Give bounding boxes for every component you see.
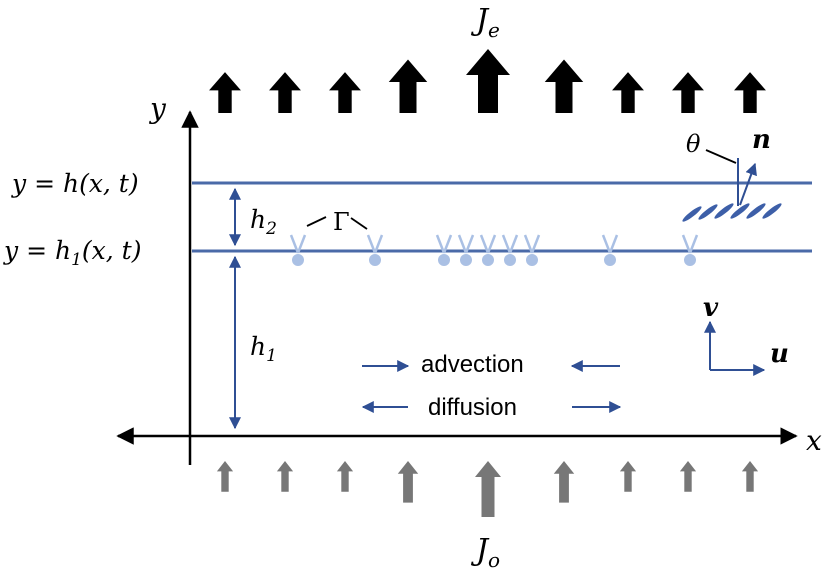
inflow-arrow [619, 461, 637, 492]
gamma-label: Γ [333, 208, 350, 236]
surfactant-molecule [366, 234, 384, 266]
evaporation-arrow [672, 72, 704, 113]
evaporation-arrow [209, 72, 241, 113]
v-vector-label: v [703, 293, 719, 323]
evaporation-arrow [269, 72, 301, 113]
inflow-arrow [553, 461, 575, 503]
inflow-arrow [679, 461, 697, 492]
theta-label: θ [686, 130, 701, 158]
x-axis-label: x [806, 424, 822, 457]
tilted-particle [730, 203, 750, 219]
diffusion-label: diffusion [428, 394, 517, 421]
surfactant-molecules [289, 234, 699, 266]
top-interface-label: y = h(x, t) [11, 169, 139, 198]
surfactant-molecule [289, 234, 307, 266]
inflow-arrow [336, 461, 354, 492]
lower-interface-label: y = h1(x, t) [3, 236, 141, 270]
tilted-particles [682, 203, 782, 222]
tilted-particle [682, 206, 702, 222]
surfactant-molecule [479, 234, 497, 266]
inflow-arrow [276, 461, 294, 492]
evaporation-flux-arrows [209, 49, 766, 113]
evaporation-arrow [329, 72, 361, 113]
tilted-particle [714, 203, 734, 219]
evaporation-arrow [466, 49, 510, 113]
surfactant-molecule [523, 234, 541, 266]
tilted-particle [698, 204, 718, 220]
inflow-arrow [475, 461, 501, 517]
surfactant-molecule [681, 234, 699, 266]
advection-label: advection [421, 351, 524, 378]
je-label: Je [470, 3, 500, 42]
gamma-pointer-left [306, 216, 327, 227]
surfactant-molecule [501, 234, 519, 266]
y-axis-label: y [148, 92, 167, 125]
theta-pointer [705, 149, 737, 164]
surfactant-molecule [457, 234, 475, 266]
tilted-particle [746, 203, 766, 219]
normal-vector-label: n [752, 125, 771, 155]
jo-label: Jo [470, 533, 500, 569]
inflow-arrow [741, 461, 759, 492]
surfactant-molecule [435, 234, 453, 266]
evaporation-arrow [734, 72, 766, 113]
h2-label: h2 [250, 205, 277, 239]
gamma-pointer-right [350, 217, 368, 230]
h1-label: h1 [250, 332, 277, 366]
surfactant-molecule [601, 234, 619, 266]
inflow-flux-arrows [216, 461, 759, 517]
normal-vector-arrow [739, 162, 757, 206]
evaporation-arrow [544, 59, 584, 113]
evaporation-arrow [612, 72, 644, 113]
u-vector-label: u [770, 339, 789, 369]
inflow-arrow [397, 461, 419, 503]
inflow-arrow [216, 461, 234, 492]
evaporation-arrow [388, 59, 428, 113]
tilted-particle [762, 203, 782, 219]
